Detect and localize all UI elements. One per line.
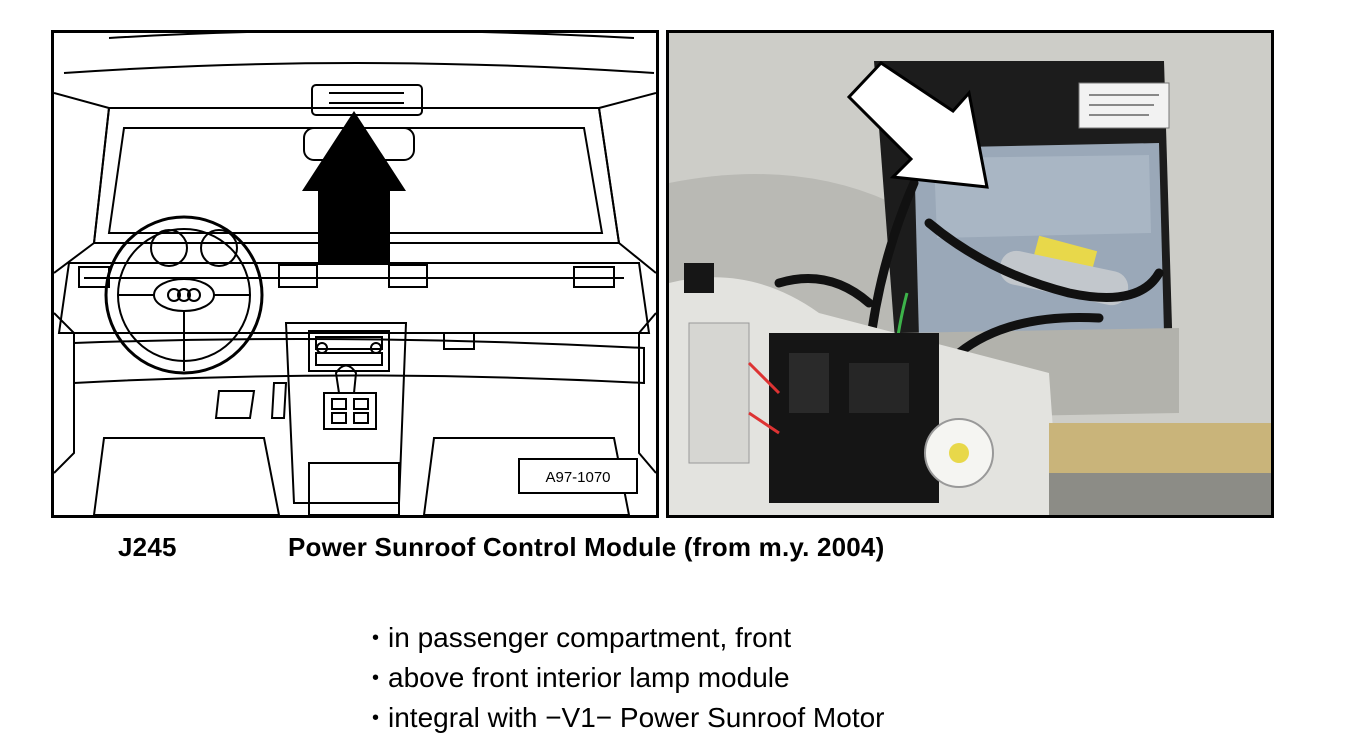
- location-note: integral with −V1− Power Sunroof Motor: [372, 698, 884, 738]
- component-title: Power Sunroof Control Module (from m.y. …: [288, 532, 885, 562]
- module-location-photo: [666, 30, 1274, 518]
- arrow-down-right-icon: [846, 61, 989, 189]
- location-notes: in passenger compartment, front above fr…: [372, 618, 885, 738]
- figure-label-box: A97-1070: [518, 458, 638, 494]
- component-code: J245: [118, 532, 177, 562]
- location-note: above front interior lamp module: [372, 658, 885, 698]
- interior-drawing-svg: A97-1070: [54, 33, 656, 515]
- interior-line-drawing: A97-1070: [51, 30, 659, 518]
- location-note: in passenger compartment, front: [372, 618, 885, 658]
- figure-label: A97-1070: [545, 469, 610, 486]
- photo-svg: [669, 33, 1271, 515]
- arrow-up-icon: [302, 111, 406, 265]
